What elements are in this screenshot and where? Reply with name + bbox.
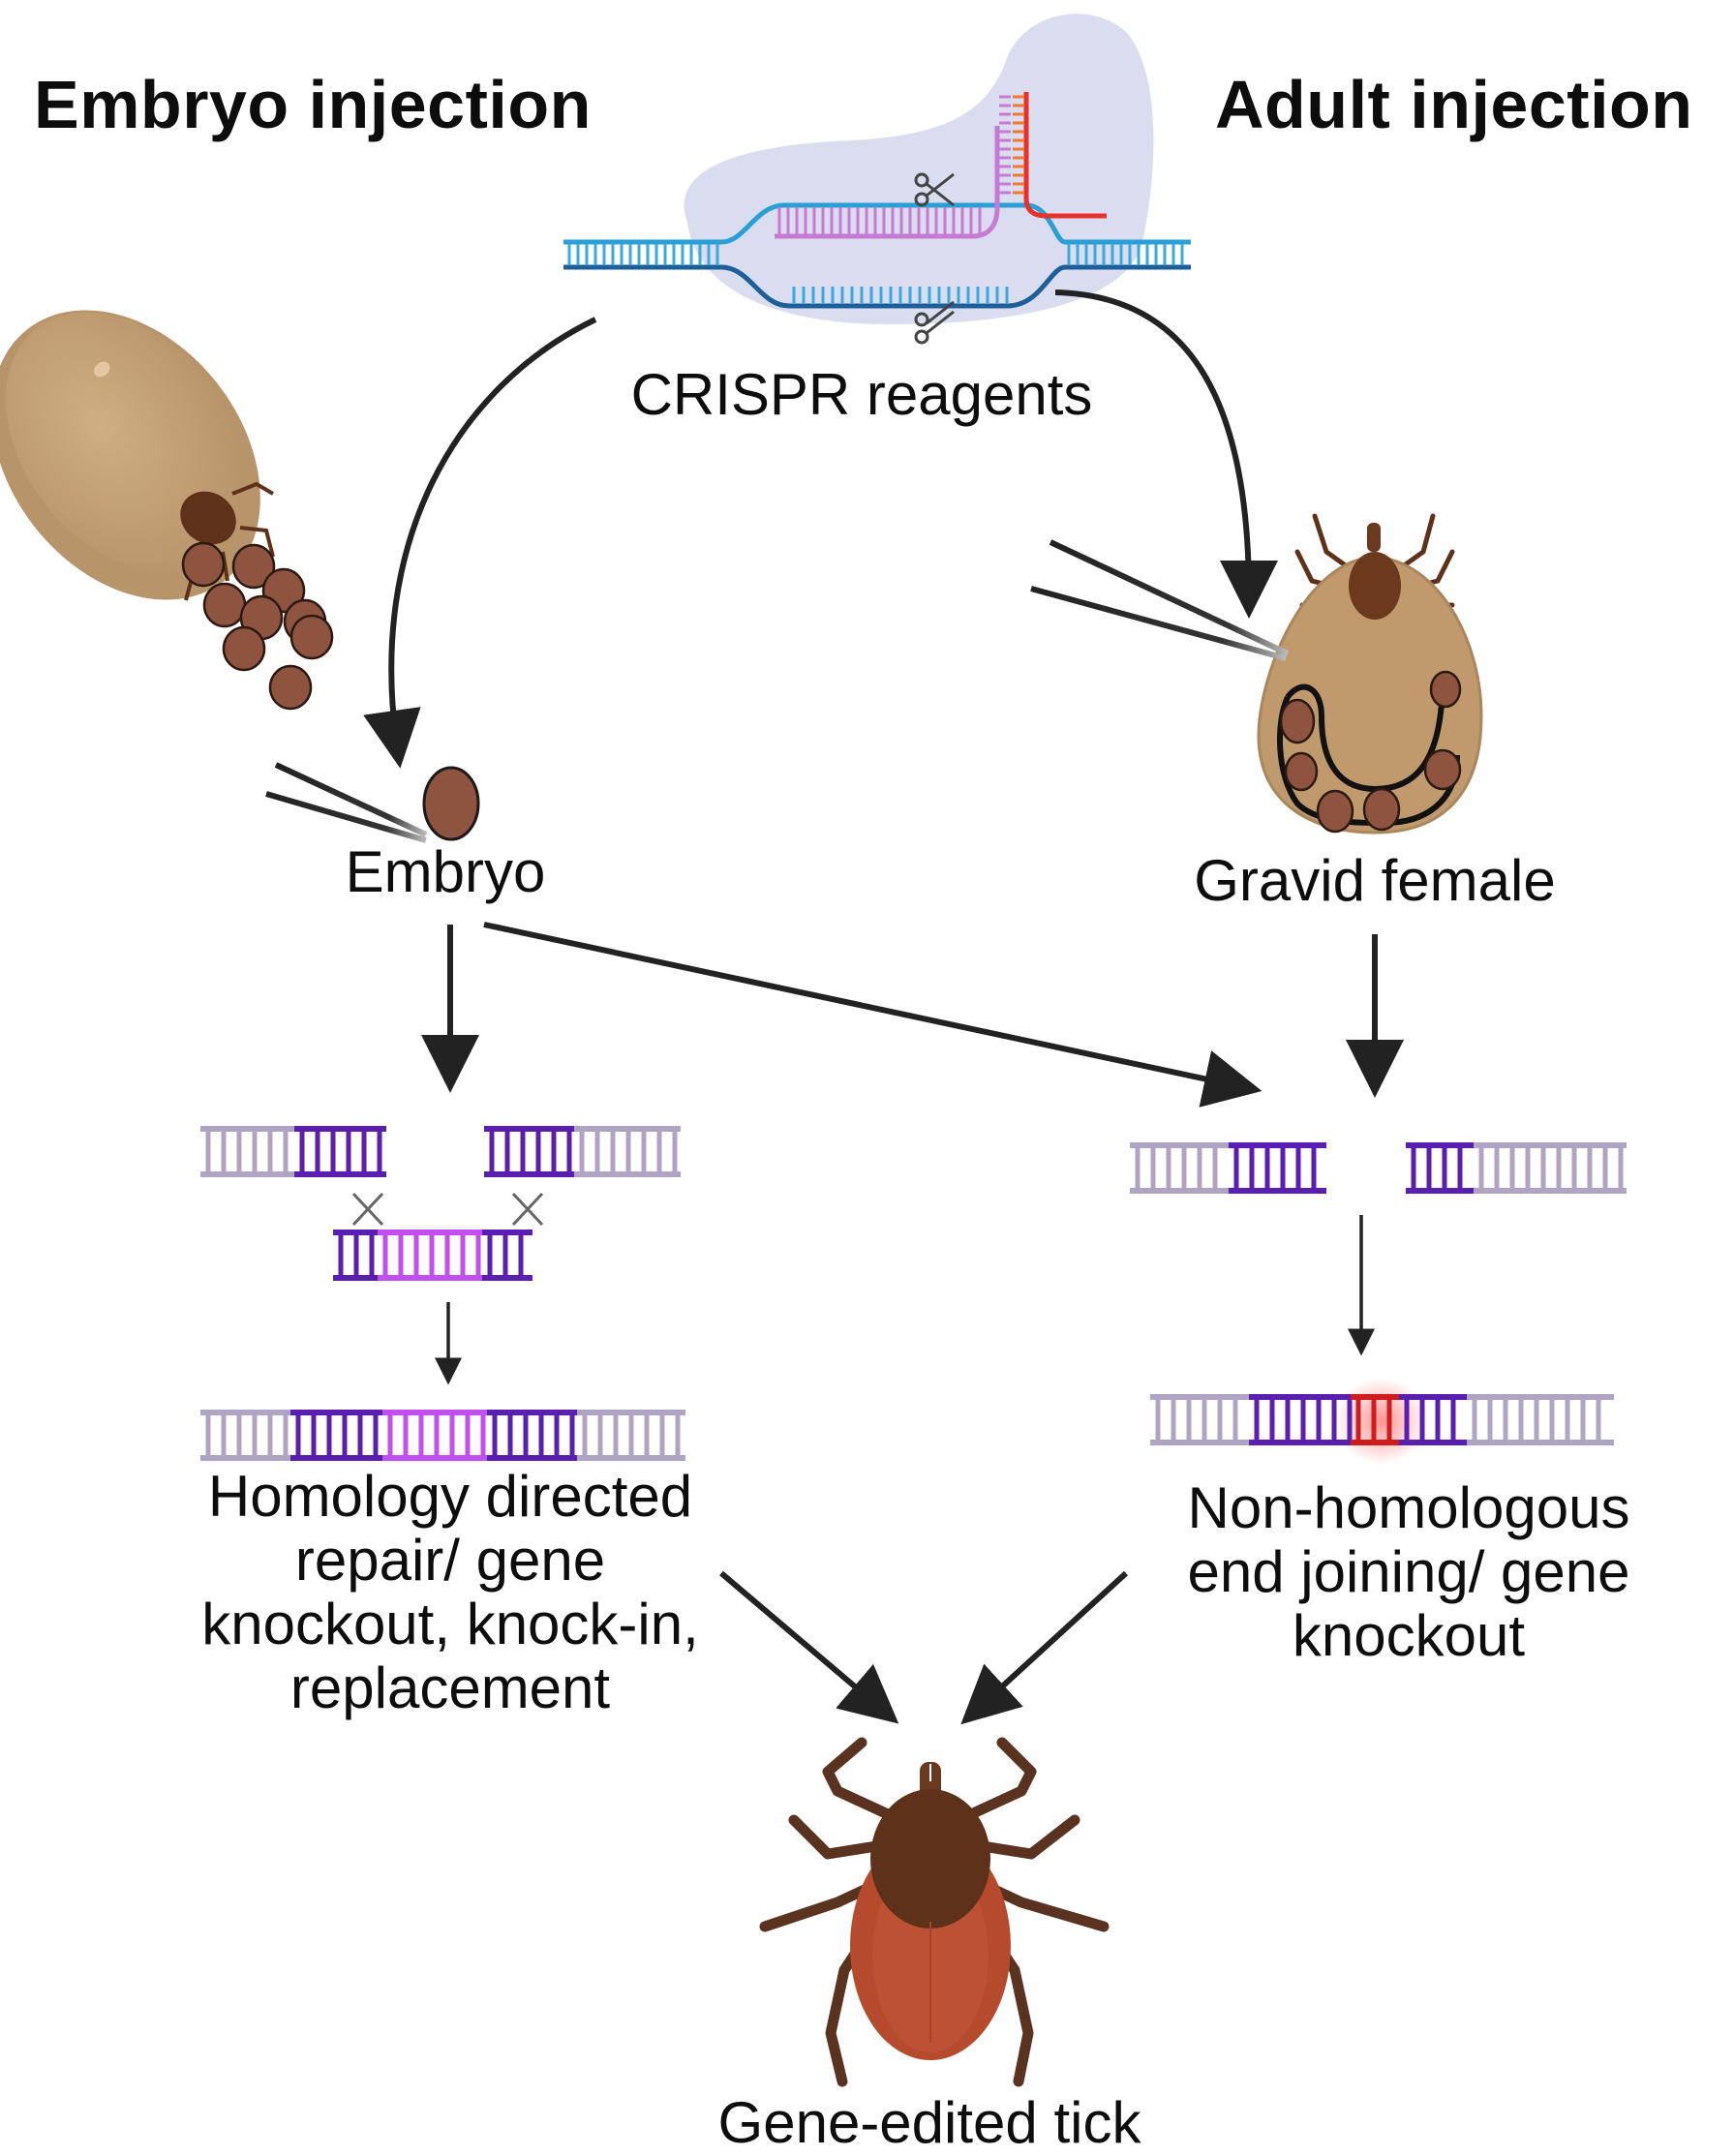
guide-rna-icon <box>775 92 1107 239</box>
embryo-icon <box>422 766 480 841</box>
hdr-outcome-label: Homology directed repair/ gene knockout,… <box>136 1465 765 1720</box>
egg-icon <box>1316 789 1354 834</box>
microinjection-needle-icon <box>265 762 428 843</box>
crispr-complex-icon <box>563 14 1191 345</box>
hdr-label-line: knockout, knock-in, <box>201 1592 699 1656</box>
crispr-reagents-label: CRISPR reagents <box>630 362 1093 427</box>
dna-fragment-right <box>484 1126 681 1177</box>
egg-icon <box>1284 751 1319 792</box>
egg-icon <box>1429 670 1462 709</box>
recombination-cross-icon <box>351 1192 544 1227</box>
donor-template <box>333 1230 532 1281</box>
hdr-label-line: repair/ gene <box>294 1528 606 1593</box>
egg-laying-tick-icon <box>0 310 334 711</box>
adult-injection-title: Adult injection <box>1215 67 1693 142</box>
arrow-crispr-to-gravid-female <box>1054 289 1278 619</box>
gravid-female-label: Gravid female <box>1194 848 1556 913</box>
scissors-icon <box>914 172 955 207</box>
hdr-label-line: Homology directed <box>207 1464 693 1529</box>
nhej-label-line: knockout <box>1292 1603 1526 1668</box>
embryo-injection-title: Embryo injection <box>34 67 592 142</box>
egg-icon <box>181 541 226 588</box>
egg-icon <box>1423 748 1462 791</box>
arrow-crispr-to-embryo <box>363 317 597 769</box>
arrow-hdr-to-final <box>719 1570 899 1724</box>
egg-icon <box>202 582 247 628</box>
nhej-outcome-label: Non-homologous end joining/ gene knockou… <box>1094 1476 1723 1668</box>
cas9-protein-blob <box>684 14 1154 325</box>
nhej-label-line: end joining/ gene <box>1187 1539 1630 1604</box>
repaired-dna <box>200 1410 685 1461</box>
egg-icon <box>222 625 266 672</box>
embryo-label: Embryo <box>345 839 546 904</box>
gene-edited-tick-icon <box>759 1737 1110 2087</box>
nhej-label-line: Non-homologous <box>1187 1475 1630 1540</box>
scissors-icon <box>914 300 955 345</box>
egg-icon <box>1279 698 1316 744</box>
arrow-embryo-to-nhej <box>483 922 1262 1108</box>
hdr-label-line: replacement <box>289 1655 611 1720</box>
dna-fragment-left <box>200 1126 386 1177</box>
gene-edited-tick-label: Gene-edited tick <box>717 2090 1141 2155</box>
dna-fragment-left <box>1130 1142 1326 1194</box>
egg-icon <box>231 543 276 590</box>
target-dna-icon <box>563 202 1191 245</box>
nhej-dna-diagram <box>1130 1142 1627 1445</box>
gravid-female-tick-icon <box>1030 513 1483 835</box>
hdr-dna-diagram <box>200 1126 685 1461</box>
repaired-dna-with-indel <box>1150 1394 1614 1445</box>
egg-icon <box>289 614 334 660</box>
arrow-nhej-to-final <box>960 1570 1129 1725</box>
egg-icon <box>268 664 313 711</box>
dna-fragment-right <box>1406 1142 1627 1194</box>
egg-icon <box>1362 787 1401 832</box>
